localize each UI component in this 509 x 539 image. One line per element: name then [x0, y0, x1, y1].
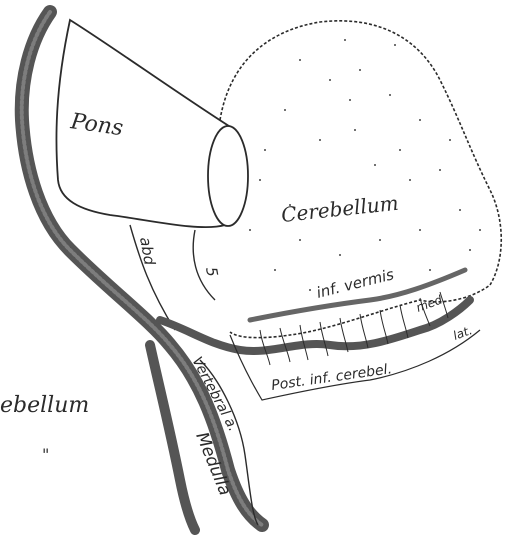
label-post-inf-cerebellar: Post. inf. cerebel. [270, 361, 393, 394]
label-cerebellum: Cerebellum [280, 191, 400, 227]
cerebellum-lower-border [230, 330, 480, 400]
nerve-5-root [193, 230, 215, 300]
label-cerebellum-partial: ebellum [0, 393, 89, 418]
label-mark: " [42, 445, 49, 464]
label-abd: abd [136, 236, 159, 267]
label-lat: lat. [451, 323, 474, 343]
cerebellum-stipple [249, 39, 481, 291]
label-nerve-5: 5 [202, 266, 221, 279]
label-med: med. [414, 291, 447, 315]
pons-cut-face [208, 126, 248, 226]
